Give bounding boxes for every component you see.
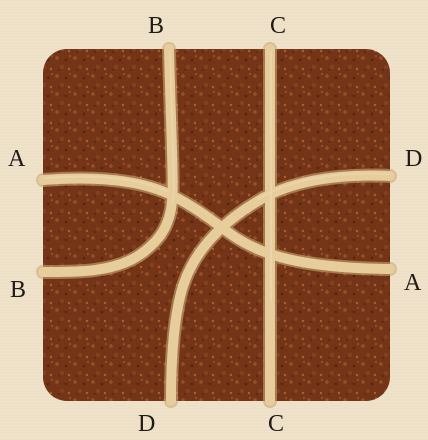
label-bottom-c: C xyxy=(268,412,284,436)
label-right-d: D xyxy=(405,147,422,171)
label-bottom-d: D xyxy=(138,412,155,436)
label-left-a: A xyxy=(8,147,25,171)
label-left-b: B xyxy=(10,278,26,302)
label-top-c: C xyxy=(270,14,286,38)
label-right-a: A xyxy=(404,271,421,295)
label-top-b: B xyxy=(148,14,164,38)
